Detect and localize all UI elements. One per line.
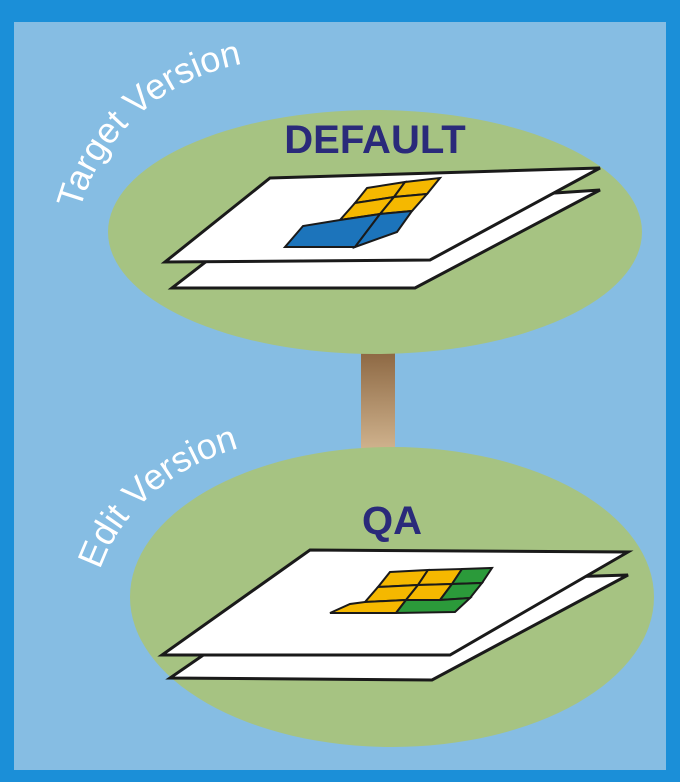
target-version-title: DEFAULT: [284, 118, 465, 162]
target-tile-blue-2: [352, 209, 415, 250]
edit-tile-grid: [329, 566, 494, 615]
edit-tile-yellow-5: [329, 598, 409, 614]
edit-version-node: QA Edit Version: [69, 417, 654, 747]
target-version-node: DEFAULT Target Version: [48, 31, 642, 354]
target-tile-blue-1: [282, 212, 383, 248]
edit-version-title: QA: [362, 499, 422, 543]
edit-tile-green-3: [393, 596, 473, 615]
target-tile-grid: [282, 176, 443, 250]
